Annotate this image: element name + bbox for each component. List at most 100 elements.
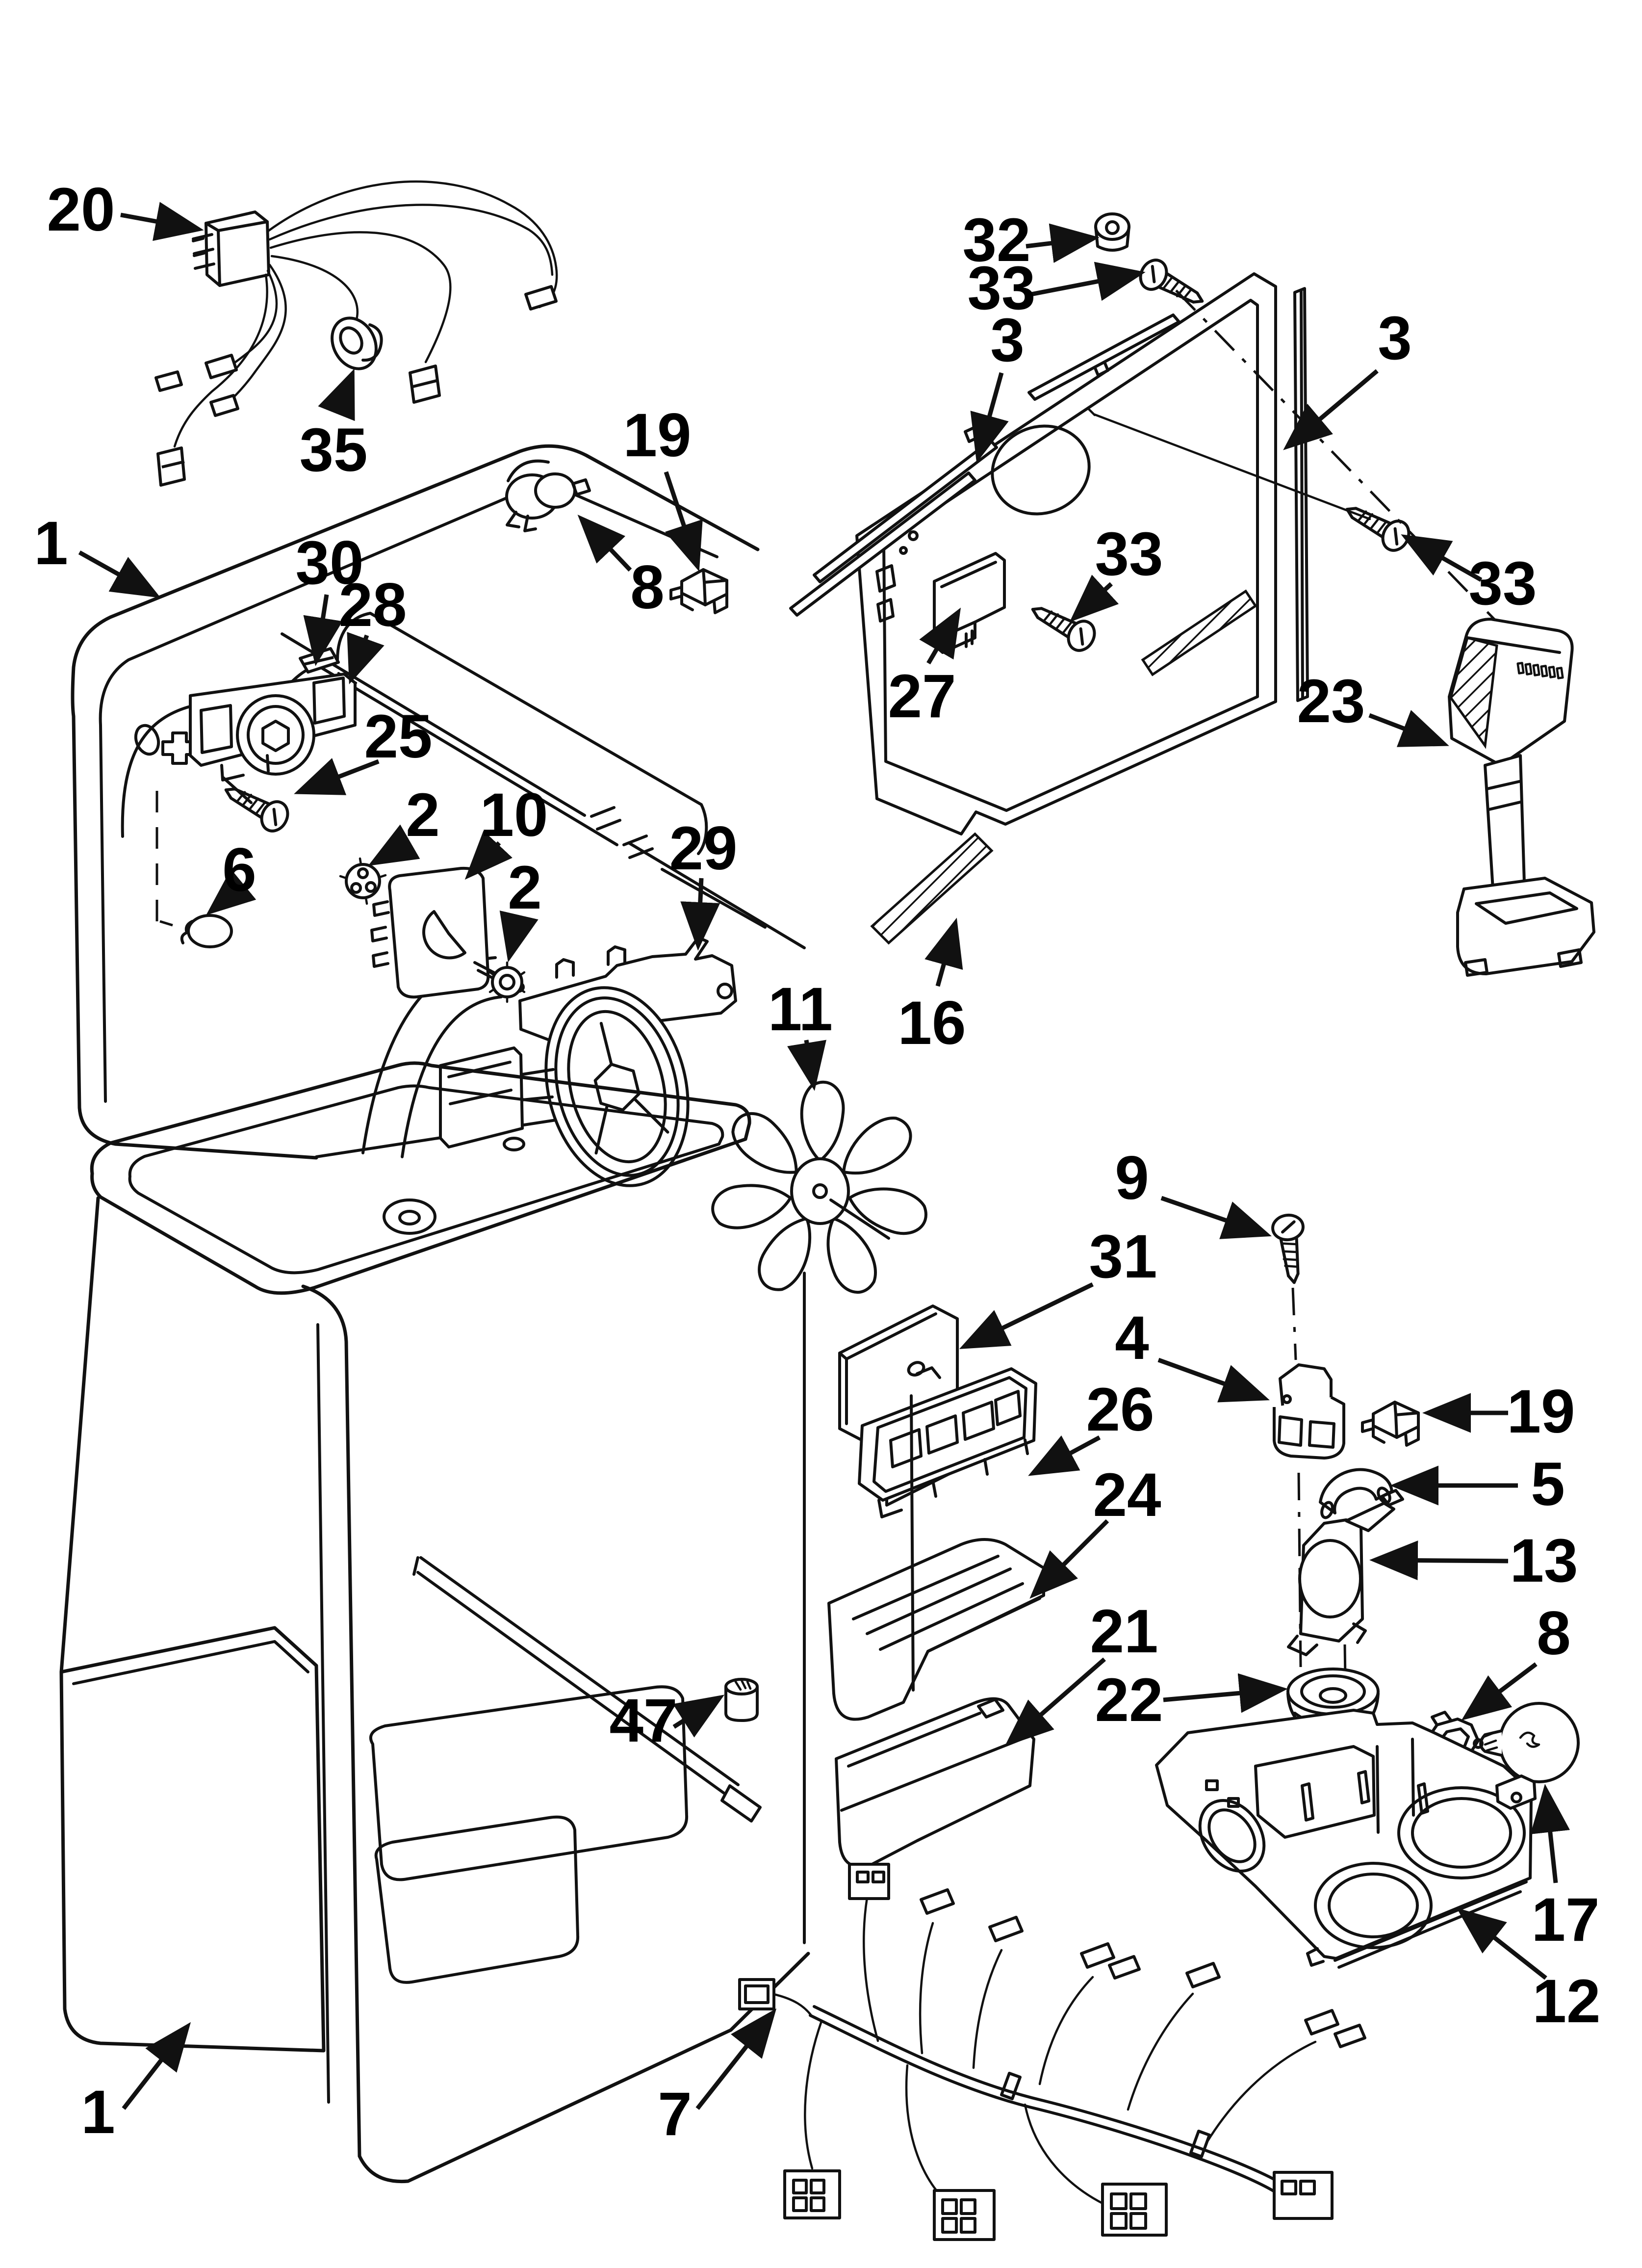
callout-16: 16 — [898, 917, 966, 1057]
svg-text:29: 29 — [669, 814, 737, 883]
lamp-console — [1155, 1709, 1537, 1969]
svg-text:33: 33 — [1095, 520, 1163, 588]
svg-text:19: 19 — [623, 401, 691, 469]
spacer — [1094, 212, 1130, 252]
svg-text:13: 13 — [1510, 1527, 1578, 1595]
svg-text:16: 16 — [898, 989, 966, 1057]
fan-blade — [711, 1080, 927, 1294]
svg-text:26: 26 — [1086, 1376, 1154, 1444]
svg-text:31: 31 — [1089, 1223, 1157, 1291]
callout-9: 9 — [1115, 1144, 1272, 1239]
control-housing — [1448, 618, 1595, 977]
callout-19-right: 19 — [1422, 1378, 1575, 1446]
callout-20: 20 — [47, 176, 204, 244]
bracket-screw — [219, 777, 293, 836]
callout-13: 13 — [1369, 1527, 1578, 1595]
svg-text:30: 30 — [295, 529, 363, 597]
callout-1-bottom: 1 — [81, 2022, 191, 2146]
callouts: 20 35 19 8 1 30 28 25 2 10 2 6 29 11 32 … — [34, 176, 1600, 2148]
callout-30: 30 — [295, 529, 364, 666]
svg-text:27: 27 — [888, 662, 956, 730]
callout-3-right: 3 — [1283, 304, 1412, 450]
callout-26: 26 — [1028, 1376, 1155, 1476]
callout-33-b: 33 — [1401, 534, 1537, 618]
svg-text:9: 9 — [1115, 1144, 1149, 1212]
svg-text:1: 1 — [81, 2078, 115, 2146]
svg-text:35: 35 — [299, 416, 367, 484]
motor-bracket — [439, 936, 737, 1187]
svg-text:32: 32 — [962, 206, 1030, 274]
svg-text:20: 20 — [47, 176, 115, 244]
callout-28: 28 — [338, 571, 407, 684]
svg-text:10: 10 — [480, 781, 548, 849]
callout-32: 32 — [962, 206, 1100, 274]
trim-strip-right — [1293, 287, 1309, 702]
motor-nut — [488, 961, 526, 1003]
svg-text:6: 6 — [222, 836, 257, 904]
callout-23: 23 — [1297, 667, 1449, 747]
svg-text:7: 7 — [658, 2080, 692, 2148]
grommet — [339, 857, 387, 905]
svg-text:28: 28 — [338, 571, 407, 639]
svg-text:11: 11 — [768, 975, 833, 1043]
callout-22: 22 — [1095, 1666, 1288, 1734]
svg-text:5: 5 — [1531, 1450, 1565, 1518]
svg-text:33: 33 — [1468, 549, 1537, 618]
damper-bracket-group — [159, 647, 737, 1187]
callout-8-right: 8 — [1461, 1599, 1571, 1721]
callout-1-top: 1 — [34, 509, 161, 598]
fan-motor — [370, 866, 525, 999]
svg-text:24: 24 — [1093, 1461, 1161, 1529]
clip-top — [671, 570, 727, 613]
callout-2-b: 2 — [499, 854, 542, 963]
hole-plug — [159, 914, 233, 948]
svg-text:12: 12 — [1532, 1967, 1600, 2035]
light-bulb — [1473, 1702, 1580, 1783]
lamp-socket-top — [505, 459, 591, 532]
svg-text:2: 2 — [406, 781, 440, 849]
callout-19-top: 19 — [623, 401, 703, 572]
svg-text:4: 4 — [1115, 1304, 1149, 1372]
callout-27: 27 — [888, 607, 961, 730]
callout-33-a: 33 — [967, 254, 1146, 322]
svg-text:19: 19 — [1507, 1378, 1575, 1446]
callout-35: 35 — [299, 368, 368, 484]
svg-text:1: 1 — [34, 509, 68, 577]
wire-harness-lower — [738, 1863, 1366, 2241]
callout-31: 31 — [959, 1223, 1157, 1349]
svg-text:3: 3 — [1378, 304, 1412, 372]
svg-text:2: 2 — [508, 854, 542, 922]
callout-25: 25 — [294, 703, 433, 795]
callout-7: 7 — [658, 2008, 777, 2148]
panel-fin-strip — [870, 832, 994, 945]
screw-top — [1135, 256, 1209, 314]
callout-12: 12 — [1456, 1907, 1601, 2035]
callout-47: 47 — [609, 1687, 725, 1755]
clip-right — [1362, 1402, 1418, 1445]
callout-29: 29 — [669, 814, 738, 951]
svg-text:3: 3 — [990, 306, 1025, 374]
callout-3-left: 3 — [970, 306, 1025, 463]
callout-24: 24 — [1029, 1461, 1161, 1599]
refrigerator-liner — [59, 1061, 915, 2184]
callout-2-a: 2 — [368, 781, 440, 866]
duct-cover — [835, 1697, 1035, 1868]
callout-10: 10 — [464, 781, 548, 880]
svg-text:33: 33 — [967, 254, 1035, 322]
defrost-thermostat — [1273, 1363, 1345, 1460]
screw-right — [1340, 496, 1414, 555]
thermostat-screw — [1271, 1213, 1309, 1284]
callout-6: 6 — [206, 836, 257, 915]
drain-plug — [724, 1678, 759, 1722]
callout-5: 5 — [1390, 1450, 1565, 1518]
harness-round-connector — [331, 316, 383, 370]
svg-text:22: 22 — [1095, 1666, 1163, 1734]
callout-8-top: 8 — [577, 514, 665, 622]
air-duct — [827, 1538, 1045, 1721]
svg-text:47: 47 — [609, 1687, 677, 1755]
svg-text:17: 17 — [1531, 1886, 1599, 1954]
svg-text:25: 25 — [364, 703, 432, 771]
evaporator-panel-group — [789, 212, 1520, 945]
